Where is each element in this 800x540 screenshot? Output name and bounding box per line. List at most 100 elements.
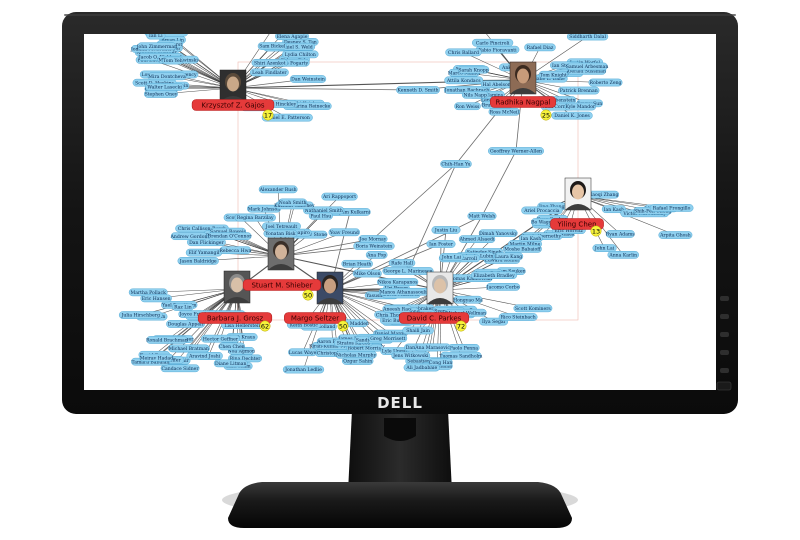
coauthor-node[interactable]: Yonatan Bisk [263,229,298,238]
coauthor-node[interactable]: Noah Smith [278,198,308,207]
coauthor-node[interactable]: Tom Yeh [162,56,184,65]
coauthor-node[interactable]: Rafael Frongillo [649,204,694,212]
coauthor-node[interactable]: Douglas Appelt [166,320,205,328]
coauthor-node[interactable]: Lydia Chilton [282,50,319,59]
coauthor-node[interactable]: Rico Steinbach [498,313,538,321]
coauthor-node[interactable]: Ryan Adams [605,230,635,238]
coauthor-node[interactable]: Haoqi Zhang [587,190,620,199]
coauthor-node[interactable]: Ahmed Alsaedi [459,235,496,243]
coauthor-node[interactable]: Elif Yamangil [185,248,223,257]
coauthor-node[interactable]: Regina Barzilay [234,213,276,222]
coauthor-node[interactable]: Raz Lin [172,303,194,311]
coauthor-node[interactable]: Carlo Pinciroli [472,38,514,47]
coauthor-node[interactable]: John Lai [592,244,617,252]
coauthor-node[interactable]: Attila Kondacs [444,76,484,85]
coauthor-node[interactable]: Patrick Brennan [558,86,600,95]
coauthor-node[interactable]: Alexander Rush [259,185,298,194]
coauthor-node[interactable]: Aneesh Rao [382,305,412,313]
coauthor-node[interactable]: John Lai [439,253,464,261]
coauthor-node[interactable]: Walter Lasecki [145,83,185,91]
coauthor-node[interactable]: Michael Bratman [168,344,210,353]
coauthor-node[interactable]: Jonathan Ledlie [282,365,325,374]
coauthor-node[interactable]: Mira Dontcheva [147,72,187,81]
coauthor-node[interactable]: Rafael Diaz [524,43,556,52]
coauthor-node[interactable]: Joel Tetreault [262,222,301,231]
coauthor-node[interactable]: Paul Hsu [308,212,333,220]
coauthor-node[interactable]: Leah Findlater [249,68,289,77]
coauthor-node[interactable]: Elena Agapie [275,33,309,41]
coauthor-node[interactable]: Samuel Arbesman [566,62,608,71]
coauthor-node[interactable]: Ron Weiss [454,102,481,111]
coauthor-node[interactable]: Jacomo Corbo [486,283,521,291]
coauthor-node[interactable]: Moshe Babaioff [503,245,542,253]
coauthor-node[interactable]: Scott Kominers [513,304,553,313]
coauthor-node[interactable]: Greg Morrisett [368,334,408,343]
coauthor-node[interactable]: Daniel E. Patterson [261,113,313,122]
coauthor-node[interactable]: Laura Kang [494,252,524,261]
coauthor-node[interactable]: Candace Sidner [160,364,200,373]
bridge-node[interactable]: Matt Welsh [467,212,497,220]
coauthor-node[interactable]: Eric Hansen [140,294,172,303]
coauthor-node[interactable]: Julia Hirschberg [118,311,163,319]
coauthor-node[interactable]: Sam Bickel [257,42,287,50]
bridge-node[interactable]: Boris Weinstein [353,242,395,250]
coauthor-node[interactable]: Dimah Yanovsky [478,229,518,238]
coauthor-node[interactable]: Chris Ballard [445,48,482,57]
coauthor-node[interactable]: Ana Marasovic [414,343,451,352]
coauthor-node[interactable]: Arpita Ghosh [658,231,693,239]
coauthor-node[interactable]: Nils Napp [461,90,489,99]
coauthor-node[interactable]: Brian Heath [341,259,373,268]
coauthor-node[interactable]: Meirav Hadad [139,353,174,362]
coauthor-node[interactable]: Ian Kash [601,205,626,214]
coauthor-node[interactable]: Hector Geffner [201,334,240,343]
coauthor-node[interactable]: Chen Chen [218,342,246,351]
coauthor-node[interactable]: Daniel K. Jones [551,111,593,120]
coauthor-node[interactable]: Mike Olson [352,269,382,278]
coauthor-node[interactable]: Ian Kash [518,234,544,243]
coauthor-node[interactable]: Lucas Waye [288,348,318,357]
coauthor-node[interactable]: Yoav Freund [328,228,361,237]
coauthor-node[interactable]: Elizabeth Bradley [470,271,518,280]
coauthor-node[interactable]: Ross McNeil [488,107,521,116]
coauthor-node[interactable]: Diane Litman [213,359,248,368]
coauthor-node[interactable]: Ari Rappoport [321,192,358,201]
coauthor-node[interactable]: Paolo Penna [448,343,480,352]
monitor-buttons[interactable] [716,296,732,391]
coauthor-node[interactable]: Ana Pop [365,251,388,259]
coauthor-node[interactable]: Hal Abelson [480,80,513,89]
bridge-node[interactable]: Kenneth D. Smith [396,86,440,94]
coauthor-node[interactable]: Shaili Jain [402,326,434,335]
coauthor-node[interactable]: Sarah Knopp [457,65,490,74]
bridge-node[interactable]: Rafe Hall [388,259,416,267]
coauthor-node[interactable]: Manos Athanassoulis [378,287,430,296]
coauthor-node[interactable]: Brendan O'Connor [207,232,252,240]
coauthor-node[interactable]: Ariel Procaccia [521,206,563,215]
bridge-node[interactable]: Joe Mornay [358,235,388,243]
bridge-node[interactable]: Chih-Han Yu [440,160,472,168]
coauthor-node[interactable]: Tuomas Sandholm [439,351,483,360]
coauthor-node[interactable]: Roberto Zeng [588,78,623,87]
coauthor-node[interactable]: Ian Li [146,32,166,40]
coauthor-node[interactable]: Cong Han [428,358,453,367]
coauthor-node[interactable]: Kyle Mandor [564,102,597,111]
bridge-node[interactable]: Justin Liu [431,226,461,234]
coauthor-node[interactable]: Ozgur Sahin [341,357,374,365]
coauthor-node[interactable]: Tom Knight [538,70,568,79]
coauthor-node[interactable]: Jason Baldridge [177,257,219,265]
coauthor-node[interactable]: Siddharth Dalal [566,33,609,41]
bridge-node[interactable]: Dan Weinstein [289,75,327,83]
bridge-node[interactable]: Geoffrey Werner-Allen [488,147,544,155]
coauthor-node[interactable]: Andrew Gordon [170,232,208,241]
coauthor-node[interactable]: Stephen Oney [144,90,178,98]
coauthor-node[interactable]: Anna Karlin [607,250,639,259]
coauthor-node[interactable]: Rebecca Hwa [219,246,252,255]
coauthor-node[interactable]: Shiri Azenkot [251,58,288,67]
coauthor-node[interactable]: John Zimmerman [136,42,177,51]
coauthor-node[interactable]: Aravind Joshi [186,352,223,360]
